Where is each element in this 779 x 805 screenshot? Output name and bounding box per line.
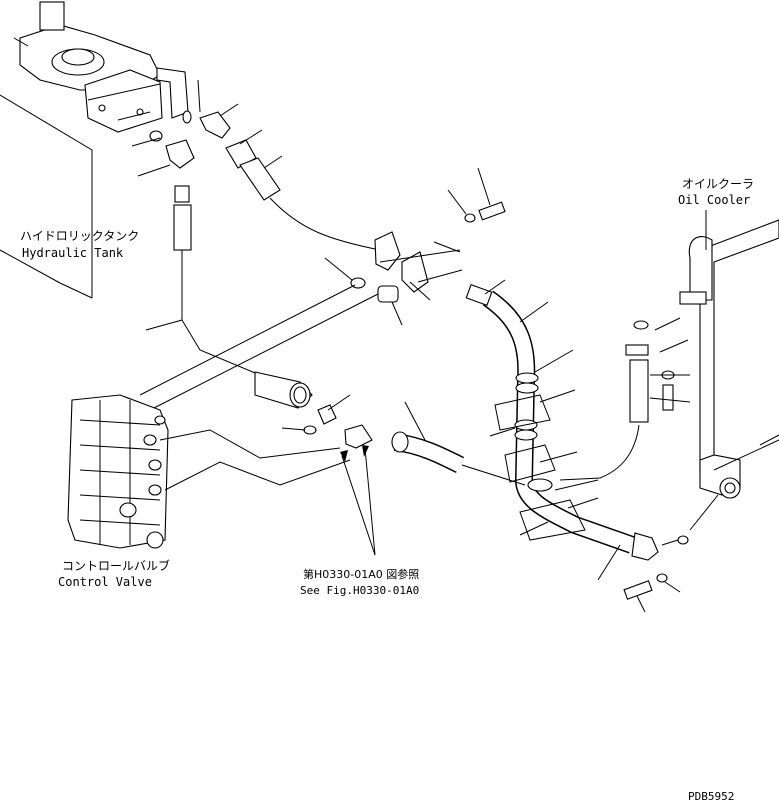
tank-return-hose (225, 139, 381, 251)
valve-hose (391, 401, 526, 486)
drawing-number: PDB5952 (688, 790, 734, 803)
oil-cooler-label-jp: オイルクーラ (682, 177, 754, 191)
short-hose (254, 371, 313, 409)
oil-cooler-label-en: Oil Cooler (678, 193, 750, 207)
bolt-washer-bottom (623, 573, 681, 613)
tank-leaders (13, 37, 283, 331)
control-valve-label-jp: コントロールバルブ (62, 558, 170, 573)
hydraulic-tank (0, 1, 231, 299)
hydraulic-tank-label-jp: ハイドロリックタンク (20, 229, 139, 243)
main-hose (465, 279, 659, 581)
see-fig-label-jp: 第H0330-01A0 図参照 (303, 567, 419, 581)
oil-cooler (559, 219, 779, 546)
control-valve (67, 394, 351, 549)
hose-clamps (139, 231, 463, 411)
see-fig-label: 第H0330-01A0 図参照 See Fig.H0330-01A0 (300, 567, 419, 597)
hydraulic-tank-label-en: Hydraulic Tank (22, 246, 124, 260)
hydraulic-tank-label: ハイドロリックタンク Hydraulic Tank (20, 229, 139, 260)
bolt-washer-top (447, 167, 506, 223)
control-valve-label: コントロールバルブ Control Valve (58, 558, 170, 589)
suction-pipe (173, 204, 261, 376)
control-valve-label-en: Control Valve (58, 575, 152, 589)
see-fig-label-en: See Fig.H0330-01A0 (300, 584, 419, 597)
elbow-fittings (281, 394, 376, 556)
oil-cooler-label: オイルクーラ Oil Cooler (678, 177, 754, 250)
